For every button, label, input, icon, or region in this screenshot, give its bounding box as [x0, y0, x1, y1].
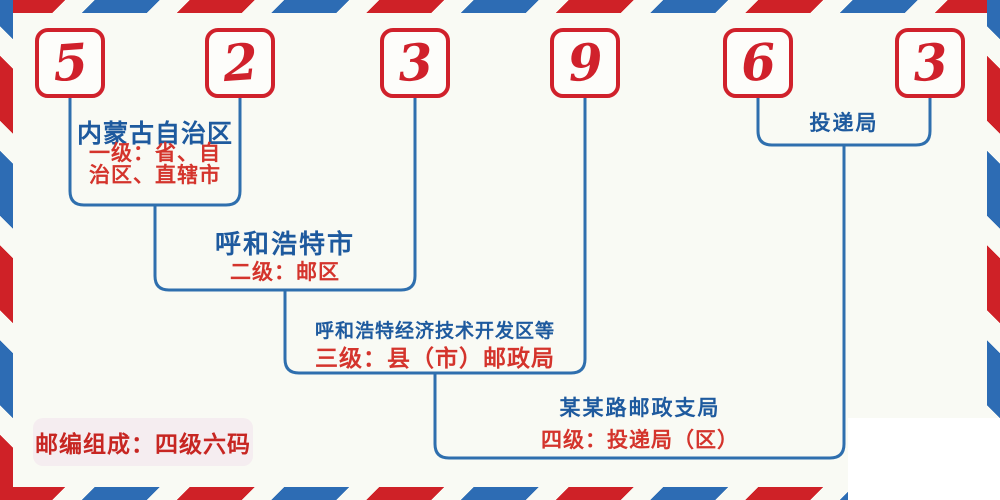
level2-description: 二级：邮区 — [230, 261, 340, 284]
footer-note-pill: 邮编组成：四级六码 — [33, 418, 253, 466]
digit-box-2: 2 — [205, 28, 275, 98]
level4-branch-name: 某某路邮政支局 — [559, 397, 721, 420]
digit-4: 9 — [565, 31, 605, 94]
footer-note-text: 邮编组成：四级六码 — [35, 431, 251, 457]
digit-6: 3 — [910, 31, 950, 94]
digit-2: 2 — [220, 31, 260, 94]
delivery-bureau-label: 投递局 — [809, 112, 879, 135]
digit-box-3: 3 — [380, 28, 450, 98]
level1-description: 一级：省、自 治区、直辖市 — [89, 142, 221, 188]
digit-box-4: 9 — [550, 28, 620, 98]
digit-box-5: 6 — [723, 28, 793, 98]
digit-box-6: 3 — [895, 28, 965, 98]
bracket-delivery — [756, 97, 932, 147]
digit-box-1: 5 — [35, 28, 105, 98]
digit-5: 6 — [738, 31, 778, 94]
level4-description: 四级：投递局（区） — [541, 429, 739, 452]
bracket-level4 — [433, 145, 846, 460]
digit-1: 5 — [50, 31, 90, 94]
level1-region-name: 内蒙古自治区 — [76, 120, 234, 148]
level3-district-name: 呼和浩特经济技术开发区等 — [314, 321, 556, 342]
digit-3: 3 — [395, 31, 435, 94]
level2-city-name: 呼和浩特市 — [214, 229, 356, 259]
level3-description: 三级：县（市）邮政局 — [315, 345, 555, 371]
watermark-cover — [848, 418, 1000, 500]
